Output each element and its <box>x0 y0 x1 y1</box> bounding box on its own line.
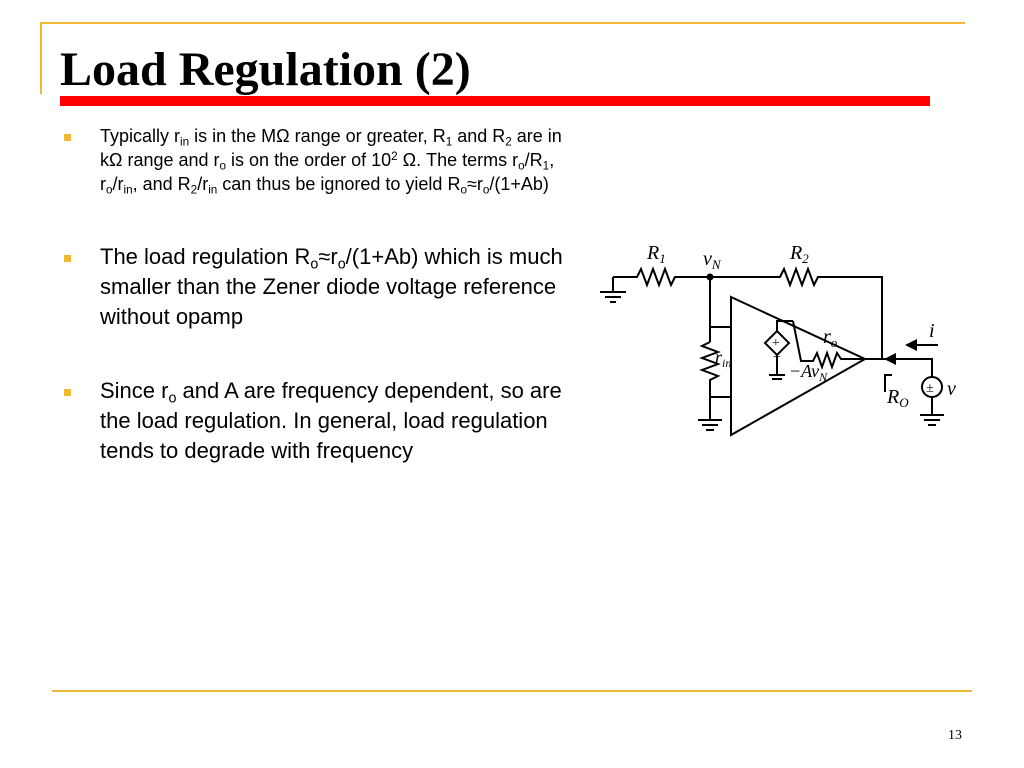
output-arrow <box>884 353 896 365</box>
slide-title: Load Regulation (2) <box>60 43 471 96</box>
label-ro: ro <box>823 326 838 350</box>
title-underline <box>60 96 930 106</box>
bullet-marker <box>64 134 71 141</box>
opamp-triangle <box>730 295 868 437</box>
bullet-text: Since ro and A are frequency dependent, … <box>100 378 562 463</box>
resistor-ro <box>792 320 882 370</box>
label-src-minus: − <box>772 350 781 365</box>
bullet-marker <box>64 255 71 262</box>
current-arrow <box>905 339 917 351</box>
bullet-item: Since ro and A are frequency dependent, … <box>64 376 564 466</box>
wire-inverting-input <box>709 277 731 342</box>
left-border-line <box>40 22 42 94</box>
resistor-r2 <box>710 266 883 359</box>
label-rin: rin <box>715 347 731 370</box>
label-v: v <box>947 378 956 400</box>
ground-symbol <box>600 277 626 303</box>
label-r1: R1 <box>646 242 666 266</box>
label-vsrc-sign: ± <box>926 381 934 396</box>
bullet-text: Typically rin is in the MΩ range or grea… <box>100 126 562 197</box>
bottom-border-line <box>52 690 972 692</box>
dependent-source <box>763 329 791 357</box>
bullet-list: Typically rin is in the MΩ range or grea… <box>64 124 564 466</box>
bullet-item: Typically rin is in the MΩ range or grea… <box>64 124 564 196</box>
label-ro-out: RO <box>886 386 909 410</box>
page-number: 13 <box>948 728 962 743</box>
resistor-rin <box>699 341 731 398</box>
label-r2: R2 <box>789 242 809 266</box>
circuit-diagram: R1 vN R2 ro rin + − −AvN i RO v ± <box>600 242 956 437</box>
bullet-item: The load regulation Ro≈ro/(1+Ab) which i… <box>64 242 564 332</box>
label-vn: vN <box>703 248 722 272</box>
bullet-marker <box>64 389 71 396</box>
top-border-line <box>40 22 965 24</box>
bullet-text: The load regulation Ro≈ro/(1+Ab) which i… <box>100 244 563 329</box>
label-current-i: i <box>929 320 935 342</box>
ground-symbol <box>698 397 722 431</box>
label-src-plus: + <box>771 336 780 351</box>
ground-symbol <box>920 397 944 426</box>
label-dependent-source: −AvN <box>789 361 828 384</box>
internal-ground <box>769 369 785 380</box>
wire-output <box>882 358 933 377</box>
resistor-r1 <box>613 266 710 288</box>
